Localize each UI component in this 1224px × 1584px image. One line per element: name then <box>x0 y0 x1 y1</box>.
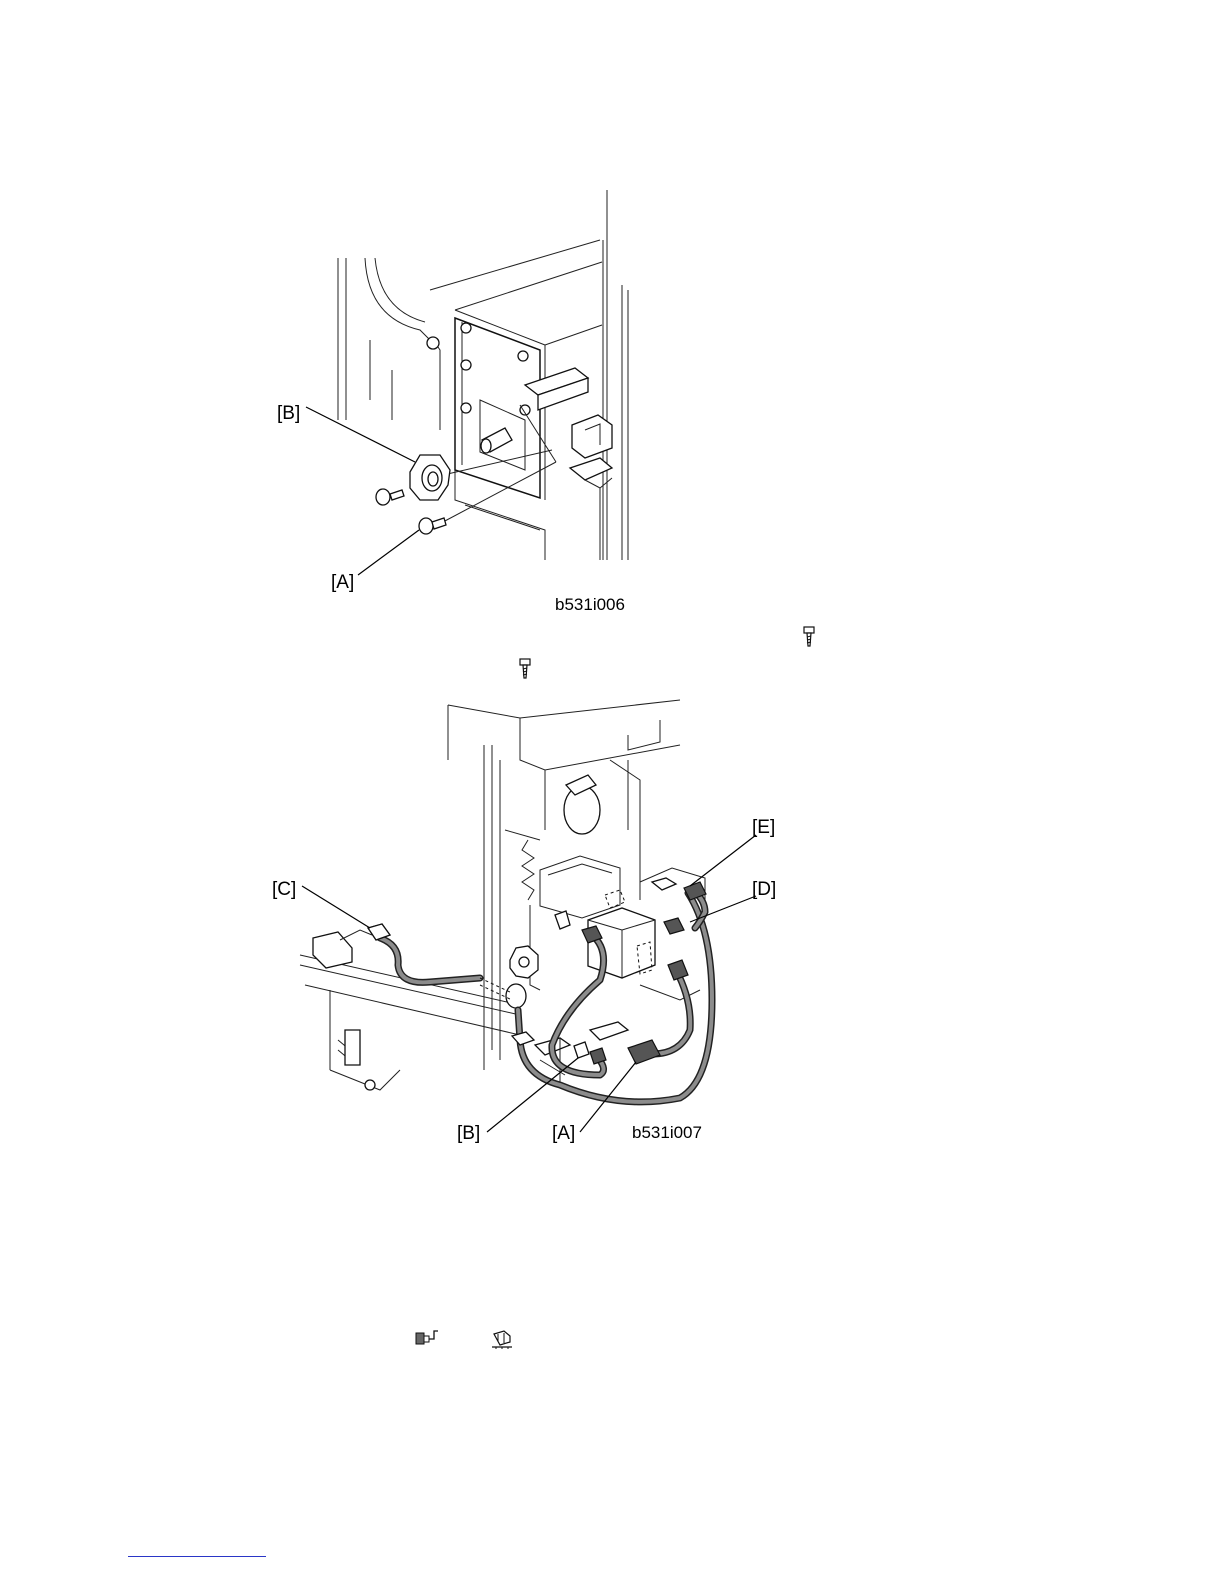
callout-c-fig2: [C] <box>272 880 296 899</box>
footer-link[interactable] <box>128 1556 266 1557</box>
callout-d-fig2: [D] <box>752 880 776 899</box>
figure-id-2: b531i007 <box>632 1124 702 1141</box>
callout-a-fig2: [A] <box>552 1124 575 1143</box>
connector-icon <box>414 1328 440 1350</box>
harness-clamp-icon <box>490 1328 516 1350</box>
callout-e-fig2: [E] <box>752 818 775 837</box>
callout-b-fig2: [B] <box>457 1124 480 1143</box>
gear-part <box>510 946 538 978</box>
